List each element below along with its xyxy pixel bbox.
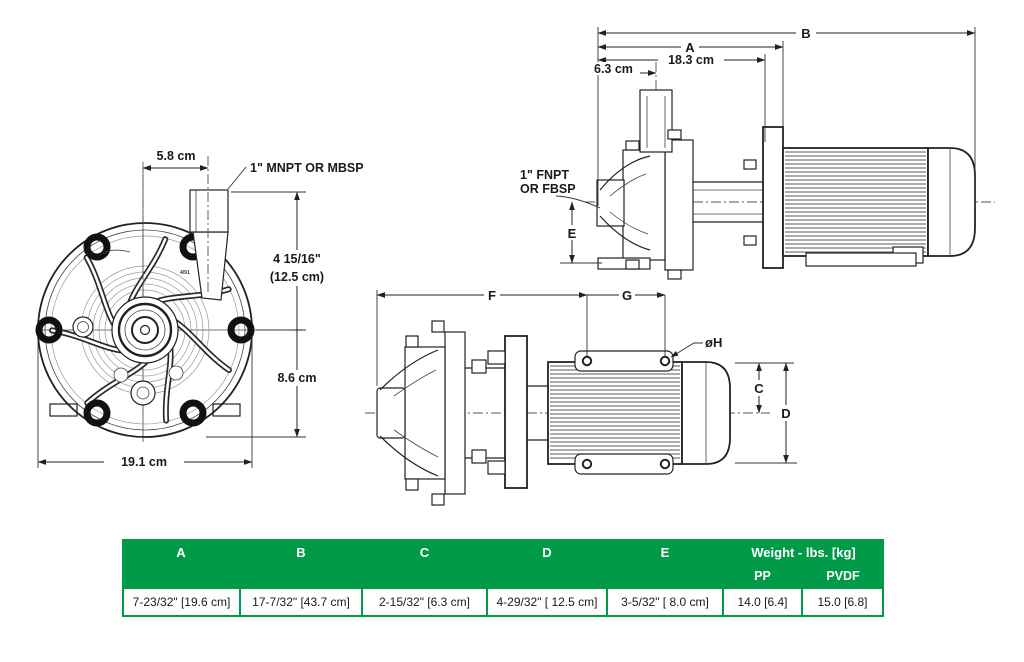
- value-b: 17-7/32" [43.7 cm]: [240, 587, 362, 617]
- pump-head-bottom: [376, 320, 505, 506]
- side-view-top: B A 18.3 cm 6.3 cm 1" FNPT OR FBSP E: [520, 25, 995, 280]
- mount-hole: [659, 355, 671, 367]
- table-header: A B C D E Weight - lbs. [kg] PP PVDF: [122, 539, 884, 587]
- mount-hole: [581, 355, 593, 367]
- port-thread-label: 1" MNPT OR MBSP: [250, 161, 364, 175]
- col-header-pp: PP: [754, 569, 771, 583]
- value-a: 7-23/32" [19.6 cm]: [122, 587, 240, 617]
- dim-label-e: E: [568, 226, 577, 241]
- col-header-b: B: [296, 544, 306, 560]
- hole-dia-label: øH: [705, 335, 722, 350]
- mount-hole: [581, 458, 593, 470]
- dims-c-d: C D: [735, 362, 797, 464]
- motor-top: [762, 126, 976, 269]
- discharge-port: [189, 189, 229, 301]
- value-d: 4-29/32" [ 12.5 cm]: [487, 587, 607, 617]
- value-c: 2-15/32" [6.3 cm]: [362, 587, 487, 617]
- rotation-arrow: [99, 249, 131, 256]
- suction-thread-callout: 1" FNPT OR FBSP: [520, 168, 601, 209]
- suction-thread-line2: OR FBSP: [520, 182, 576, 196]
- mount-hole: [659, 458, 671, 470]
- dims-top-view: B A 18.3 cm 6.3 cm: [592, 25, 976, 210]
- dim-label-f: F: [488, 288, 496, 303]
- dim-label-port-height-cm: (12.5 cm): [270, 270, 324, 284]
- value-weight-pp: 14.0 [6.4]: [723, 587, 802, 617]
- rim-bolts: [35, 233, 255, 427]
- dimension-table: A B C D E Weight - lbs. [kg] PP PVDF 7-2…: [122, 539, 884, 617]
- dim-port-height: 4 15/16" (12.5 cm) 8.6 cm: [206, 191, 332, 438]
- dim-label-b: B: [801, 26, 810, 41]
- col-header-a: A: [176, 544, 186, 560]
- col-header-c: C: [419, 544, 430, 560]
- dim-label-d: D: [781, 406, 790, 421]
- cast-mark: 4/91: [180, 270, 190, 276]
- suction-thread-line1: 1" FNPT: [520, 168, 569, 182]
- dim-label-flange-dist: 18.3 cm: [668, 53, 714, 67]
- pump-head-top: [596, 89, 763, 280]
- hole-dia-callout: øH: [670, 335, 722, 358]
- value-weight-pvdf: 15.0 [6.8]: [802, 587, 884, 617]
- dim-label-port-height-in: 4 15/16": [273, 252, 321, 266]
- dim-label-a: A: [685, 40, 695, 55]
- dim-port-width: 5.8 cm: [142, 149, 209, 171]
- table-values-row: 7-23/32" [19.6 cm] 17-7/32" [43.7 cm] 2-…: [122, 587, 884, 617]
- motor-bottom: [487, 335, 731, 489]
- dim-label-c: C: [754, 381, 764, 396]
- side-view-bottom: F G øH C D: [365, 287, 797, 506]
- col-header-e: E: [660, 544, 670, 560]
- front-view: 4/91 5.8 cm 1" MNPT OR MBSP 4 15/16" (12…: [35, 149, 364, 469]
- dims-f-g: F G: [376, 287, 666, 386]
- col-header-weight: Weight - lbs. [kg]: [751, 544, 856, 560]
- col-header-d: D: [542, 544, 552, 560]
- port-thread-callout: 1" MNPT OR MBSP: [227, 161, 364, 190]
- dim-label-overall-width: 19.1 cm: [121, 455, 167, 469]
- dim-e: E: [560, 201, 602, 264]
- dim-label-center-to-base: 8.6 cm: [278, 371, 317, 385]
- dim-label-inlet-offset: 6.3 cm: [594, 62, 633, 76]
- dim-label-g: G: [622, 288, 632, 303]
- value-e: 3-5/32" [ 8.0 cm]: [607, 587, 723, 617]
- dim-label-port-width: 5.8 cm: [157, 149, 196, 163]
- col-header-pvdf: PVDF: [826, 569, 860, 583]
- dim-overall-width: 19.1 cm: [37, 336, 253, 469]
